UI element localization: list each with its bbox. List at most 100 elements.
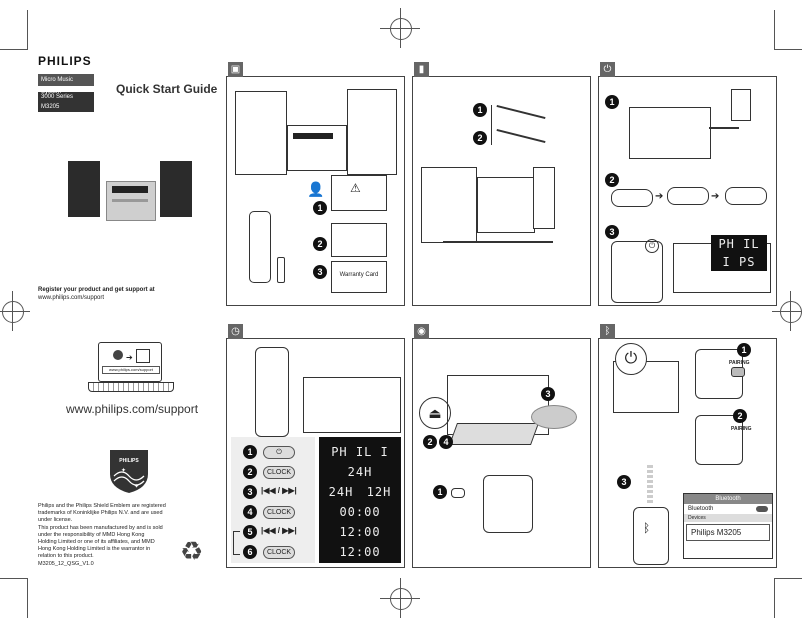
remote-battery-step — [611, 189, 653, 207]
main-unit-back — [629, 107, 711, 159]
registration-mark-right — [780, 301, 802, 323]
step-number: 4 — [243, 505, 257, 519]
step-number: 4 — [439, 435, 453, 449]
register-line-2: www.philips.com/support — [38, 295, 105, 301]
pairing-label: PAIRING — [731, 426, 752, 432]
product-line-1: Micro Music System — [38, 74, 94, 95]
remote-control — [483, 475, 533, 533]
registration-mark-bottom — [390, 588, 412, 610]
step-number: 5 — [243, 525, 257, 539]
warranty-card: Warranty Card — [331, 261, 387, 293]
remote-battery-step — [667, 187, 709, 205]
registration-mark-left — [2, 301, 24, 323]
step-number: 1 — [243, 445, 257, 459]
display-screen: PH IL I PS — [711, 235, 767, 271]
display-time: 12:00 — [323, 543, 397, 561]
main-unit — [287, 125, 347, 171]
speaker-right — [533, 167, 555, 229]
bt-toggle-label: Bluetooth — [688, 506, 714, 512]
bt-device-item[interactable]: Philips M3205 — [686, 524, 770, 541]
eject-button-icon[interactable]: ⏏ — [419, 397, 451, 429]
cd-button[interactable] — [451, 488, 465, 498]
main-unit — [477, 177, 535, 233]
support-url[interactable]: www.philips.com/support — [66, 402, 199, 416]
step-number: 2 — [313, 237, 327, 251]
cable-detail — [491, 104, 552, 145]
speaker-right — [347, 89, 397, 175]
panel-clock: 1 ⏻ 2 CLOCK 3 |◀◀ / ▶▶| 4 CLOCK 5 |◀◀ / … — [226, 338, 405, 568]
power-button-icon: ⏻ — [615, 343, 647, 375]
remote-control — [695, 415, 743, 465]
remote-control — [249, 211, 271, 283]
bluetooth-icon: ᛒ — [600, 324, 615, 339]
display-time: 00:00 — [323, 503, 397, 521]
step-number: 6 — [243, 545, 257, 559]
step-number: 1 — [605, 95, 619, 109]
step-number: 2 — [423, 435, 437, 449]
loop-bracket — [233, 531, 240, 555]
registration-mark-top — [390, 18, 412, 40]
philips-shield-icon: PHILIPS ✦ ✦ — [108, 448, 150, 494]
philips-logo-block: PHILIPS Micro Music System 3000 Series M… — [38, 52, 94, 112]
power-icon: ⏻ — [600, 62, 615, 77]
pairing-button[interactable] — [731, 367, 745, 377]
bt-screen-title: Bluetooth — [684, 494, 772, 504]
step-number: 1 — [737, 343, 751, 357]
panel-cd: ⏏ 3 2 4 1 — [412, 338, 591, 568]
display-24h: 24H — [323, 483, 359, 501]
panel-power: 1 2 ➔ ➔ 3 ⏻ PH IL I PS — [598, 76, 777, 306]
step-number: 2 — [243, 465, 257, 479]
clock-button[interactable]: CLOCK — [263, 466, 295, 479]
signal-arrow — [647, 463, 653, 503]
register-line-1: Register your product and get support at — [38, 287, 155, 293]
prev-next-buttons[interactable]: |◀◀ / ▶▶| — [261, 486, 297, 495]
step-number: 2 — [605, 173, 619, 187]
product-line-2: 3000 Series — [38, 92, 94, 102]
svg-text:PHILIPS: PHILIPS — [119, 458, 139, 464]
remote-control — [255, 347, 289, 437]
step-number: 2 — [733, 409, 747, 423]
clock-button[interactable]: CLOCK — [263, 506, 295, 519]
bluetooth-settings-screen: Bluetooth Bluetooth Devices Philips M320… — [683, 493, 773, 559]
speaker-left — [235, 91, 287, 175]
battery-icon — [277, 257, 285, 283]
product-photo — [68, 155, 192, 221]
step-number: 2 — [473, 131, 487, 145]
legal-text: Philips and the Philips Shield Emblem ar… — [38, 503, 188, 568]
cd-icon: ◉ — [414, 324, 429, 339]
cd-tray — [448, 423, 540, 445]
step-number: 3 — [313, 265, 327, 279]
clock-icon: ◷ — [228, 324, 243, 339]
panel-bluetooth: ⏻ 1 PAIRING 2 PAIRING 3 ᛒ Bluetooth Blue… — [598, 338, 777, 568]
power-button-icon: ⏻ — [645, 239, 659, 253]
leaflet — [331, 223, 387, 257]
bt-devices-label: Devices — [684, 514, 772, 522]
step-number: 3 — [541, 387, 555, 401]
safety-leaflet — [331, 175, 387, 211]
remote-battery-step — [725, 187, 767, 205]
clock-button[interactable]: CLOCK — [263, 546, 295, 559]
laptop-url: www.philips.com/support — [102, 366, 160, 374]
wall-socket-icon — [731, 89, 751, 121]
step-number: 3 — [617, 475, 631, 489]
speaker-left — [421, 167, 477, 243]
doc-code: M3205_12_QSG_V1.0 — [38, 560, 94, 567]
product-line-3: M3205 — [38, 102, 94, 112]
step-number: 1 — [313, 201, 327, 215]
pairing-label: PAIRING — [729, 360, 750, 366]
display-12h: 12H — [361, 483, 397, 501]
laptop-icon: ➔ www.philips.com/support — [88, 342, 174, 392]
speaker-icon: ▮ — [414, 62, 429, 77]
gift-box-icon: ▣ — [228, 62, 243, 77]
step-number: 1 — [433, 485, 447, 499]
bluetooth-symbol-icon: ᛒ — [643, 521, 651, 535]
step-number: 3 — [243, 485, 257, 499]
page-title: Quick Start Guide — [116, 82, 218, 96]
panel-unboxing: 👤 1 ⚠ 2 3 Warranty Card — [226, 76, 405, 306]
main-unit — [303, 377, 401, 433]
step-number: 3 — [605, 225, 619, 239]
power-button[interactable]: ⏻ — [263, 446, 295, 459]
svg-text:✦: ✦ — [121, 467, 126, 474]
prev-next-buttons[interactable]: |◀◀ / ▶▶| — [261, 526, 297, 535]
bt-toggle[interactable] — [756, 506, 768, 512]
